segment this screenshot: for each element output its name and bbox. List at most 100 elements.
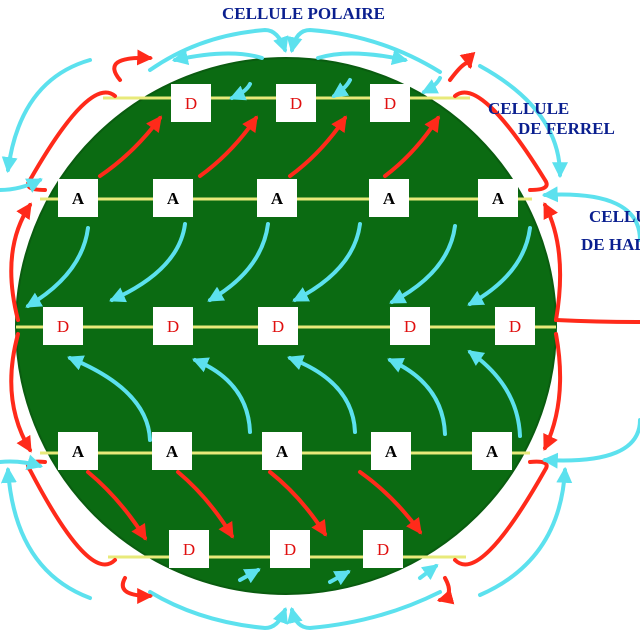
pressure-marker-box <box>58 432 98 470</box>
pressure-marker-box <box>270 530 310 568</box>
pressure-marker-letter: D <box>404 317 416 336</box>
trade-wind-south-1 <box>67 355 152 442</box>
trade-wind-south-5 <box>467 350 522 438</box>
pressure-marker-letter: D <box>384 94 396 113</box>
pressure-marker-high-south-subtropical-high-2: A <box>152 432 192 470</box>
pressure-marker-box <box>153 179 193 217</box>
hadley-cell-north-red <box>543 202 563 322</box>
pressure-marker-box <box>58 179 98 217</box>
pressure-marker-box <box>478 179 518 217</box>
pressure-markers: D D D A A A A A D D D D D A A A A A D D D <box>43 84 535 568</box>
pressure-marker-letter: A <box>72 189 85 208</box>
pressure-marker-box <box>495 307 535 345</box>
hadley-cell-north-cyan <box>541 186 640 242</box>
pressure-marker-box <box>169 530 209 568</box>
pressure-marker-high-south-subtropical-high-4: A <box>371 432 411 470</box>
ferrel-cell-south-right-cyan <box>478 466 573 597</box>
pressure-marker-box <box>171 84 211 122</box>
pressure-marker-letter: A <box>72 442 85 461</box>
polar-cell-south-loop-right <box>286 590 442 631</box>
westerly-south-3 <box>268 470 327 537</box>
pressure-marker-box <box>258 307 298 345</box>
hadley-cell-south-left-cyan <box>0 454 44 470</box>
pressure-marker-low-south-subpolar-low-2: D <box>270 530 310 568</box>
polar-cell-south-loop-left <box>148 590 288 631</box>
outer-circulation-loops <box>0 27 640 631</box>
trade-wind-north-6 <box>467 226 532 306</box>
pressure-marker-low-south-subpolar-low-1: D <box>169 530 209 568</box>
pressure-marker-box <box>276 84 316 122</box>
pressure-marker-high-north-subtropical-high-1: A <box>58 179 98 217</box>
pressure-marker-letter: D <box>509 317 521 336</box>
pressure-marker-letter: A <box>271 189 284 208</box>
pressure-marker-high-north-subtropical-high-4: A <box>369 179 409 217</box>
hadley-cell-south-red <box>543 332 563 451</box>
pressure-marker-low-equatorial-low-5: D <box>495 307 535 345</box>
westerly-north-1 <box>98 115 162 178</box>
ferrel-cell-label-line2: DE FERREL <box>518 119 615 138</box>
pressure-marker-box <box>262 432 302 470</box>
pressure-marker-letter: D <box>183 540 195 559</box>
pressure-marker-box <box>152 432 192 470</box>
ferrel-cell-south-left-red-bottom <box>120 576 154 604</box>
ferrel-cell-north-left-cyan <box>1 58 92 174</box>
pressure-marker-letter: D <box>290 94 302 113</box>
pressure-marker-low-equatorial-low-1: D <box>43 307 83 345</box>
pressure-marker-letter: D <box>377 540 389 559</box>
pressure-marker-high-south-subtropical-high-5: A <box>472 432 512 470</box>
pressure-marker-box <box>43 307 83 345</box>
trade-wind-north-2 <box>109 222 187 303</box>
polar-cell-north-inner-right <box>316 49 409 66</box>
polar-easterly-south-3 <box>418 564 439 581</box>
pressure-marker-box <box>369 179 409 217</box>
trade-wind-north-4 <box>292 222 362 302</box>
pressure-marker-letter: D <box>57 317 69 336</box>
trade-wind-south-3 <box>287 355 357 434</box>
trade-wind-south-2 <box>192 357 252 434</box>
pressure-marker-letter: A <box>486 442 499 461</box>
pressure-marker-letter: A <box>492 189 505 208</box>
pressure-marker-letter: D <box>284 540 296 559</box>
hadley-cell-south-cyan <box>541 418 640 469</box>
pressure-marker-low-equatorial-low-3: D <box>258 307 298 345</box>
hadley-cell-equator-red <box>554 318 640 324</box>
trade-wind-north-3 <box>207 222 270 302</box>
pressure-marker-box <box>390 307 430 345</box>
pressure-marker-high-north-subtropical-high-3: A <box>257 179 297 217</box>
pressure-marker-low-equatorial-low-2: D <box>153 307 193 345</box>
westerly-north-3 <box>288 115 347 178</box>
pressure-marker-low-north-subpolar-low-1: D <box>171 84 211 122</box>
ferrel-cell-north-right-red-top <box>448 51 476 82</box>
pressure-marker-high-south-subtropical-high-1: A <box>58 432 98 470</box>
hadley-cell-north-left-cyan <box>0 178 43 193</box>
pressure-marker-high-south-subtropical-high-3: A <box>262 432 302 470</box>
polar-easterly-north-2 <box>331 78 352 98</box>
ferrel-cell-north-left-red-top <box>112 49 154 82</box>
ferrel-cell-north-right-cyan <box>478 64 568 179</box>
pressure-marker-letter: A <box>385 442 398 461</box>
polar-cell-north-loop-right <box>286 27 442 74</box>
hadley-cell-south-left-red <box>9 332 32 453</box>
polar-easterly-north-1 <box>229 82 252 101</box>
pressure-marker-box <box>370 84 410 122</box>
westerly-north-4 <box>383 115 440 178</box>
pressure-marker-box <box>153 307 193 345</box>
ferrel-cell-label-line1: CELLULE <box>488 99 570 118</box>
polar-easterly-south-1 <box>238 568 261 584</box>
pressure-marker-low-south-subpolar-low-3: D <box>363 530 403 568</box>
westerly-south-4 <box>358 470 422 535</box>
pressure-marker-letter: A <box>167 189 180 208</box>
polar-cell-label: CELLULE POLAIRE <box>222 4 385 23</box>
westerly-north-2 <box>198 115 258 178</box>
pressure-marker-box <box>371 432 411 470</box>
hadley-cell-label-line1: CELLULE <box>589 207 640 226</box>
pressure-marker-box <box>363 530 403 568</box>
trade-wind-north-1 <box>25 226 90 308</box>
polar-cell-north-inner-left <box>171 49 264 66</box>
pressure-marker-high-north-subtropical-high-2: A <box>153 179 193 217</box>
pressure-marker-box <box>472 432 512 470</box>
pressure-marker-low-north-subpolar-low-3: D <box>370 84 410 122</box>
polar-easterly-north-3 <box>421 76 442 94</box>
pressure-marker-letter: A <box>166 442 179 461</box>
